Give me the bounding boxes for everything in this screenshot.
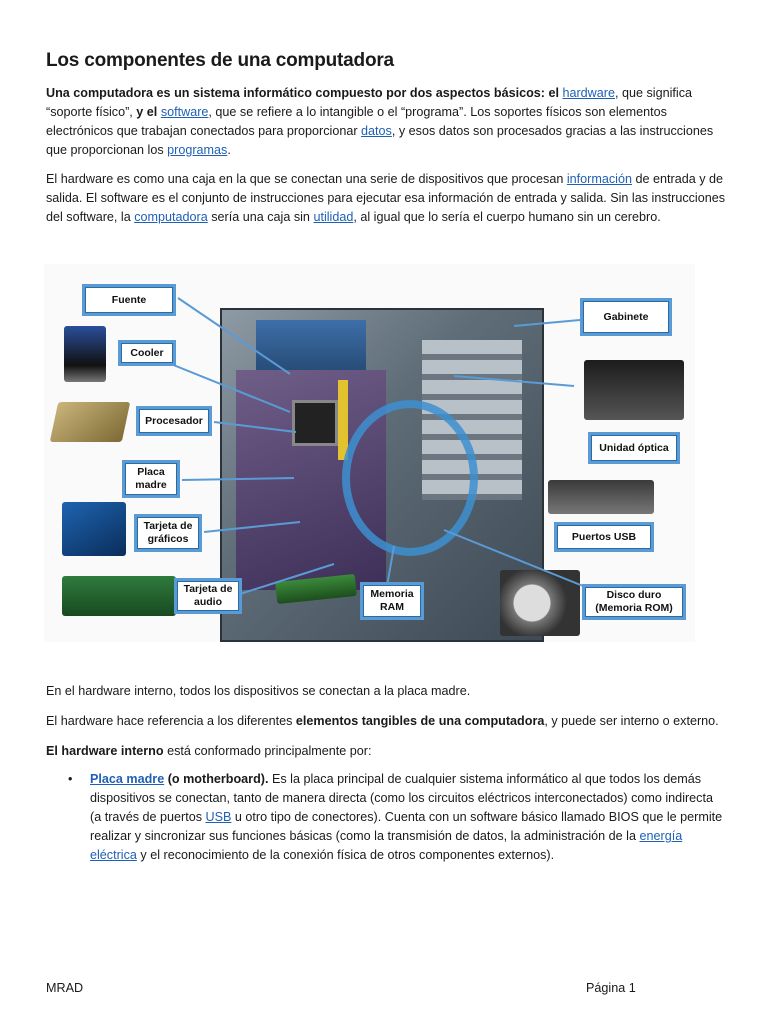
text: sería una caja sin (207, 210, 314, 224)
text: y el reconocimiento de la conexión físic… (136, 848, 555, 862)
link-utilidad[interactable]: utilidad (313, 210, 354, 224)
link-placa-madre[interactable]: Placa madre (90, 772, 165, 786)
label-unidad-optica: Unidad óptica (588, 432, 680, 464)
footer-page-number: Página 1 (586, 981, 636, 995)
text: , y esos datos son procesados gracias a … (46, 124, 714, 157)
bold-text: El hardware interno (46, 744, 164, 758)
hardware-list: • Placa madre (o motherboard). Es la pla… (46, 770, 726, 865)
text: , al igual que lo sería el cuerpo humano… (353, 210, 661, 224)
text: u otro tipo de conectores). Cuenta con u… (90, 810, 723, 843)
bold-text: (o motherboard). (164, 772, 269, 786)
bullet: • (68, 772, 73, 786)
label-gabinete: Gabinete (580, 298, 672, 336)
label-fuente: Fuente (82, 284, 176, 316)
label-cooler: Cooler (118, 340, 176, 366)
callout-arrows (165, 297, 599, 595)
text: El hardware hace referencia a los difere… (46, 714, 296, 728)
text: . (227, 143, 231, 157)
internal-hardware-paragraph: En el hardware interno, todos los dispos… (46, 682, 726, 701)
internal-hardware-intro: El hardware interno está conformado prin… (46, 742, 726, 761)
label-placa-madre: Placa madre (122, 460, 180, 498)
bold-text: elementos tangibles de una computadora (295, 714, 545, 728)
link-hardware[interactable]: hardware (562, 86, 615, 100)
label-disco-duro: Disco duro (Memoria ROM) (582, 584, 686, 620)
text: En el hardware interno, todos los dispos… (46, 684, 471, 698)
computer-case-photo (220, 308, 544, 642)
footer-author: MRAD (46, 981, 84, 995)
cooler-photo (64, 326, 106, 382)
text: está conformado principalmente por: (163, 744, 372, 758)
hardware-paragraph: El hardware es como una caja en la que s… (46, 170, 726, 227)
hard-disk-photo (500, 570, 580, 636)
cables-shape (342, 400, 478, 556)
label-puertos-usb: Puertos USB (554, 522, 654, 552)
text: El hardware es como una caja en la que s… (46, 172, 567, 186)
text: , y puede ser interno o externo. (544, 714, 719, 728)
link-usb[interactable]: USB (205, 810, 232, 824)
link-computadora[interactable]: computadora (134, 210, 208, 224)
ram-shape (338, 380, 348, 460)
text: , que se refiere a lo intangible o el “p… (46, 105, 667, 138)
label-procesador: Procesador (136, 406, 212, 436)
computer-components-figure: Fuente Cooler Procesador Placa madre Tar… (44, 264, 695, 642)
cpu-shape (292, 400, 338, 446)
label-tarjeta-audio: Tarjeta de audio (174, 578, 242, 614)
link-programas[interactable]: programas (167, 143, 228, 157)
text: , que significa “soporte físico”, (46, 86, 692, 119)
graphics-card-photo (62, 502, 126, 556)
intro-paragraph: Una computadora es un sistema informátic… (46, 84, 726, 160)
bold-y-el: y el (136, 105, 161, 119)
link-datos[interactable]: datos (361, 124, 392, 138)
text: Es la placa principal de cualquier siste… (90, 772, 713, 824)
audio-card-photo (62, 576, 176, 616)
label-tarjeta-graficos: Tarjeta de gráficos (134, 514, 202, 552)
intro-bold: Una computadora es un sistema informátic… (46, 86, 563, 100)
usb-ports-photo (548, 480, 654, 514)
link-software[interactable]: software (160, 105, 209, 119)
page-title: Los componentes de una computadora (46, 50, 394, 71)
text: de entrada y de salida. El software es e… (46, 172, 726, 224)
link-informacion[interactable]: información (566, 172, 632, 186)
link-energia-electrica[interactable]: energía eléctrica (90, 829, 683, 862)
optical-drive-photo (584, 360, 684, 420)
label-memoria-ram: Memoria RAM (360, 582, 424, 620)
list-item: • Placa madre (o motherboard). Es la pla… (46, 770, 726, 865)
hardware-definition-paragraph: El hardware hace referencia a los difere… (46, 712, 726, 731)
